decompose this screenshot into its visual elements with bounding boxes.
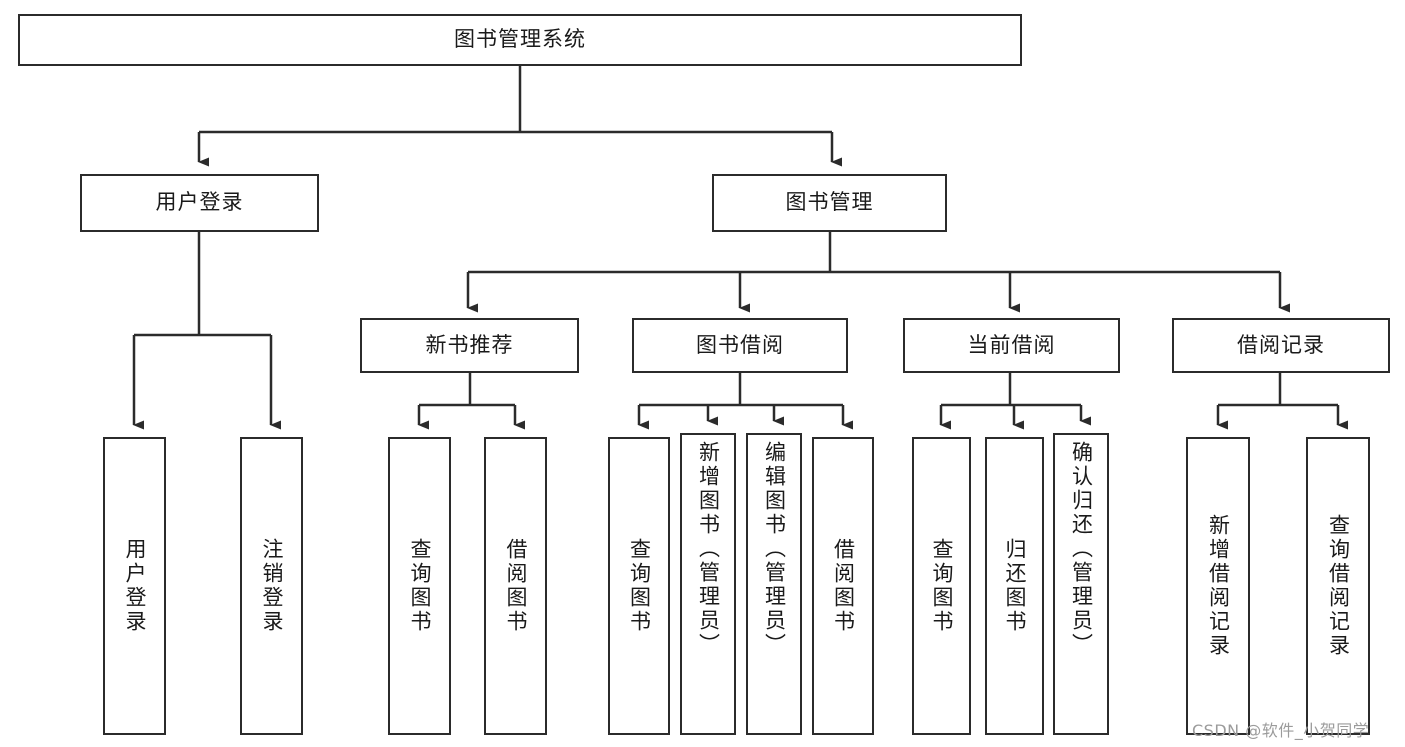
node-leaf-confirm-return-admin[interactable]: 确认归还（管理员）: [1053, 433, 1109, 735]
node-book-management[interactable]: 图书管理: [712, 174, 947, 232]
csdn-watermark: CSDN @软件_小贺同学: [1192, 721, 1370, 740]
node-new-book-recommend[interactable]: 新书推荐: [360, 318, 579, 373]
node-root-system[interactable]: 图书管理系统: [18, 14, 1022, 66]
node-leaf-query-book-recommend[interactable]: 查询图书: [388, 437, 451, 735]
node-leaf-logout[interactable]: 注销登录: [240, 437, 303, 735]
node-user-login[interactable]: 用户登录: [80, 174, 319, 232]
node-leaf-query-borrow-record[interactable]: 查询借阅记录: [1306, 437, 1370, 735]
node-leaf-query-book-current[interactable]: 查询图书: [912, 437, 971, 735]
node-leaf-return-book[interactable]: 归还图书: [985, 437, 1044, 735]
node-borrow-record[interactable]: 借阅记录: [1172, 318, 1390, 373]
node-current-borrow[interactable]: 当前借阅: [903, 318, 1120, 373]
node-leaf-query-book-borrow[interactable]: 查询图书: [608, 437, 670, 735]
node-book-borrow[interactable]: 图书借阅: [632, 318, 848, 373]
node-leaf-add-borrow-record[interactable]: 新增借阅记录: [1186, 437, 1250, 735]
node-leaf-user-login[interactable]: 用户登录: [103, 437, 166, 735]
node-leaf-add-book-admin[interactable]: 新增图书（管理员）: [680, 433, 736, 735]
node-leaf-borrow-book-recommend[interactable]: 借阅图书: [484, 437, 547, 735]
node-leaf-borrow-book[interactable]: 借阅图书: [812, 437, 874, 735]
node-leaf-edit-book-admin[interactable]: 编辑图书（管理员）: [746, 433, 802, 735]
